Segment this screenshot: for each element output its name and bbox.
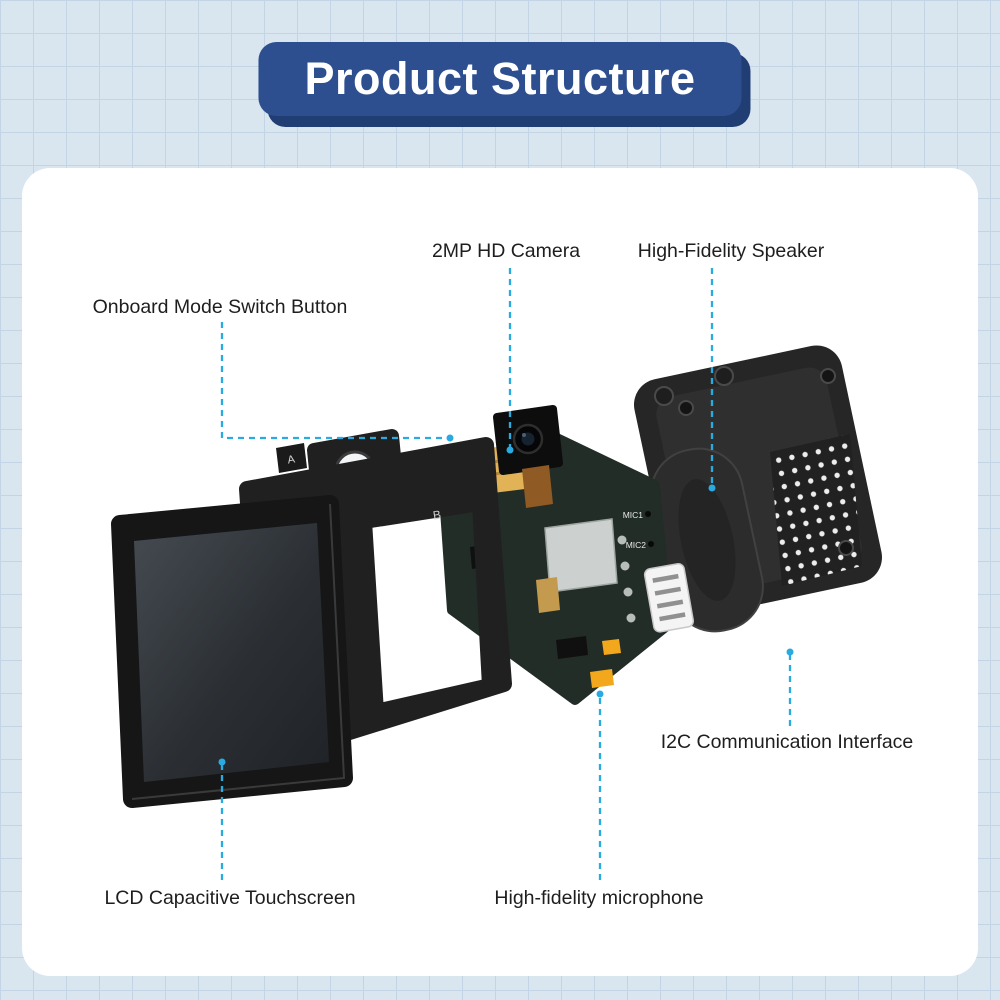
leader-mode-switch	[220, 322, 450, 440]
solder-pad	[617, 535, 627, 545]
screw-post	[820, 368, 836, 384]
label-speaker: High-Fidelity Speaker	[637, 240, 825, 262]
lcd-glass	[134, 523, 329, 782]
title-banner: Product Structure	[258, 42, 742, 116]
component	[602, 639, 621, 655]
label-camera: 2MP HD Camera	[431, 240, 581, 262]
microphone-component	[590, 669, 614, 688]
i2c-connector	[643, 563, 695, 633]
mic1-marking: MIC1	[623, 510, 644, 520]
solder-pad	[620, 561, 630, 571]
mic-hole	[648, 541, 654, 547]
standoff-post	[714, 366, 734, 386]
solder-pad	[623, 587, 633, 597]
solder-pad	[626, 613, 636, 623]
standoff-post	[654, 386, 674, 406]
camera-flex	[522, 465, 553, 508]
label-mode-switch: Onboard Mode Switch Button	[92, 296, 348, 318]
speaker-grille-holes	[770, 434, 862, 586]
lcd-part	[111, 495, 353, 808]
ic-chip	[556, 636, 588, 659]
mic-hole	[645, 511, 651, 517]
button-b-marking: B	[432, 507, 442, 522]
label-lcd: LCD Capacitive Touchscreen	[104, 887, 356, 909]
button-a-marking: A	[287, 453, 297, 466]
screw-post	[838, 540, 854, 556]
label-i2c: I2C Communication Interface	[660, 731, 914, 753]
label-microphone: High-fidelity microphone	[494, 887, 704, 909]
emi-shield	[544, 518, 618, 593]
leader-lines	[220, 268, 792, 880]
page-title: Product Structure	[304, 53, 696, 104]
camera-module	[493, 405, 563, 508]
component	[536, 577, 560, 613]
leader-dots	[218, 434, 794, 766]
screw-post	[678, 400, 694, 416]
mic2-marking: MIC2	[626, 540, 647, 550]
speaker-cone	[678, 479, 736, 601]
mode-switch-button	[276, 443, 307, 473]
